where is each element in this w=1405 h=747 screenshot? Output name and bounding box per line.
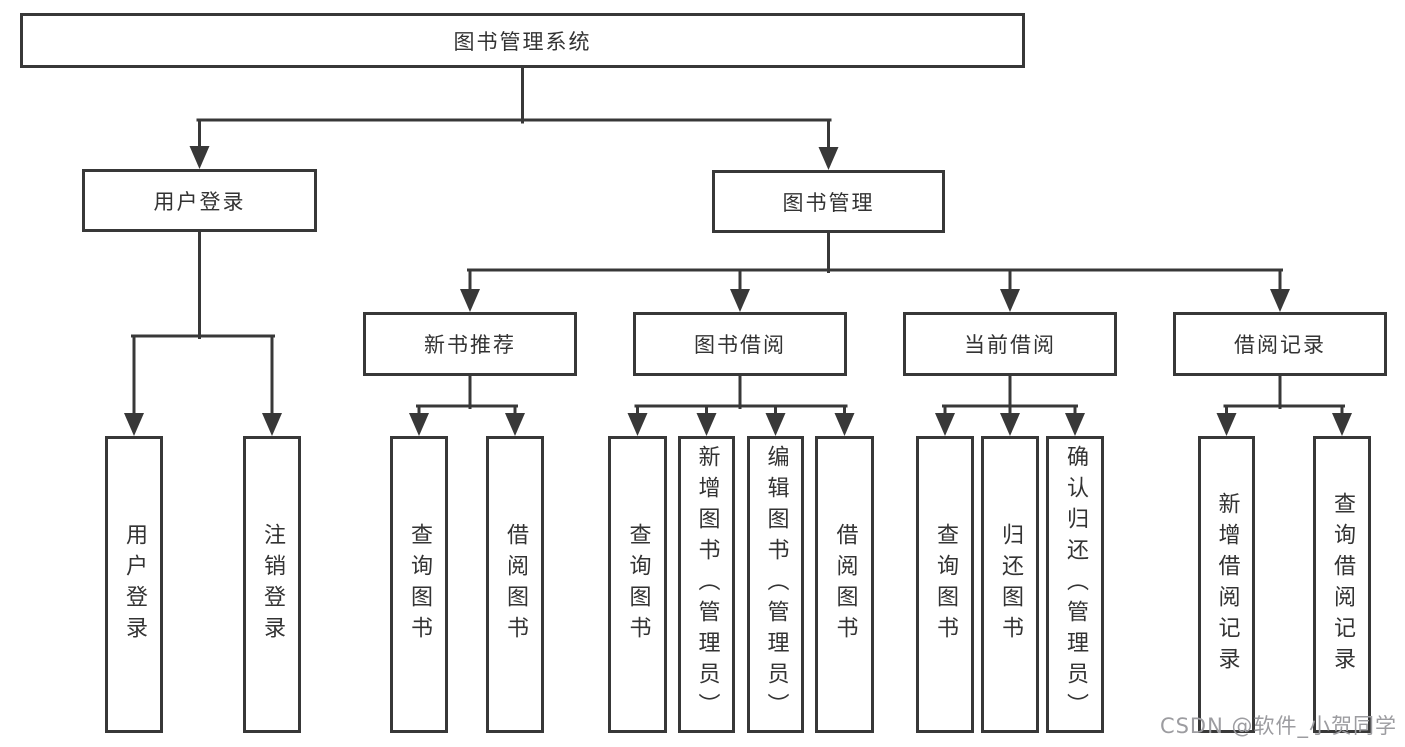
node-label: 借阅记录 (1234, 333, 1326, 357)
leaf-user-login: 用户登录 (105, 436, 163, 733)
leaf-logout: 注销登录 (243, 436, 301, 733)
leaf-label: 借阅图书 (832, 522, 858, 647)
node-book-borrowing: 图书借阅 (633, 312, 847, 376)
leaf-label: 确认归还（管理员） (1063, 445, 1088, 724)
node-label: 当前借阅 (964, 333, 1056, 357)
leaf-borrow-books: 借阅图书 (815, 436, 874, 733)
leaf-label: 查询图书 (625, 522, 651, 647)
node-label: 图书借阅 (694, 333, 786, 357)
leaf-add-books-admin: 新增图书（管理员） (678, 436, 735, 733)
leaf-label: 新增图书（管理员） (694, 445, 720, 724)
leaf-label: 借阅图书 (503, 522, 528, 647)
leaf-label: 用户登录 (122, 522, 147, 647)
leaf-label: 注销登录 (260, 522, 285, 647)
leaf-query-books-borrow: 查询图书 (608, 436, 667, 733)
node-label: 用户登录 (153, 189, 246, 214)
leaf-label: 编辑图书（管理员） (763, 445, 789, 724)
leaf-return-books: 归还图书 (981, 436, 1039, 733)
node-user-login: 用户登录 (82, 169, 317, 232)
leaf-label: 查询图书 (933, 522, 958, 647)
node-new-book-recommendation: 新书推荐 (363, 312, 577, 376)
node-label: 图书管理 (782, 190, 875, 215)
leaf-edit-books-admin: 编辑图书（管理员） (747, 436, 804, 733)
leaf-query-books-recommend: 查询图书 (390, 436, 448, 733)
node-label: 图书管理系统 (453, 29, 592, 54)
node-borrowing-records: 借阅记录 (1173, 312, 1387, 376)
leaf-label: 查询借阅记录 (1330, 491, 1355, 678)
node-current-borrowing: 当前借阅 (903, 312, 1117, 376)
csdn-watermark: CSDN @软件_小贺同学 (1159, 714, 1397, 738)
arrowheads (124, 146, 1352, 436)
leaf-confirm-return-admin: 确认归还（管理员） (1046, 436, 1104, 733)
leaf-query-books-current: 查询图书 (916, 436, 974, 733)
leaf-borrow-books-recommend: 借阅图书 (486, 436, 544, 733)
leaf-label: 查询图书 (407, 522, 432, 647)
leaf-label: 归还图书 (998, 522, 1023, 647)
leaf-label: 新增借阅记录 (1214, 491, 1240, 678)
node-library-management-system: 图书管理系统 (20, 13, 1025, 68)
leaf-query-borrow-record: 查询借阅记录 (1313, 436, 1371, 733)
node-book-management: 图书管理 (712, 170, 945, 233)
leaf-add-borrow-record: 新增借阅记录 (1198, 436, 1255, 733)
node-label: 新书推荐 (424, 333, 516, 357)
